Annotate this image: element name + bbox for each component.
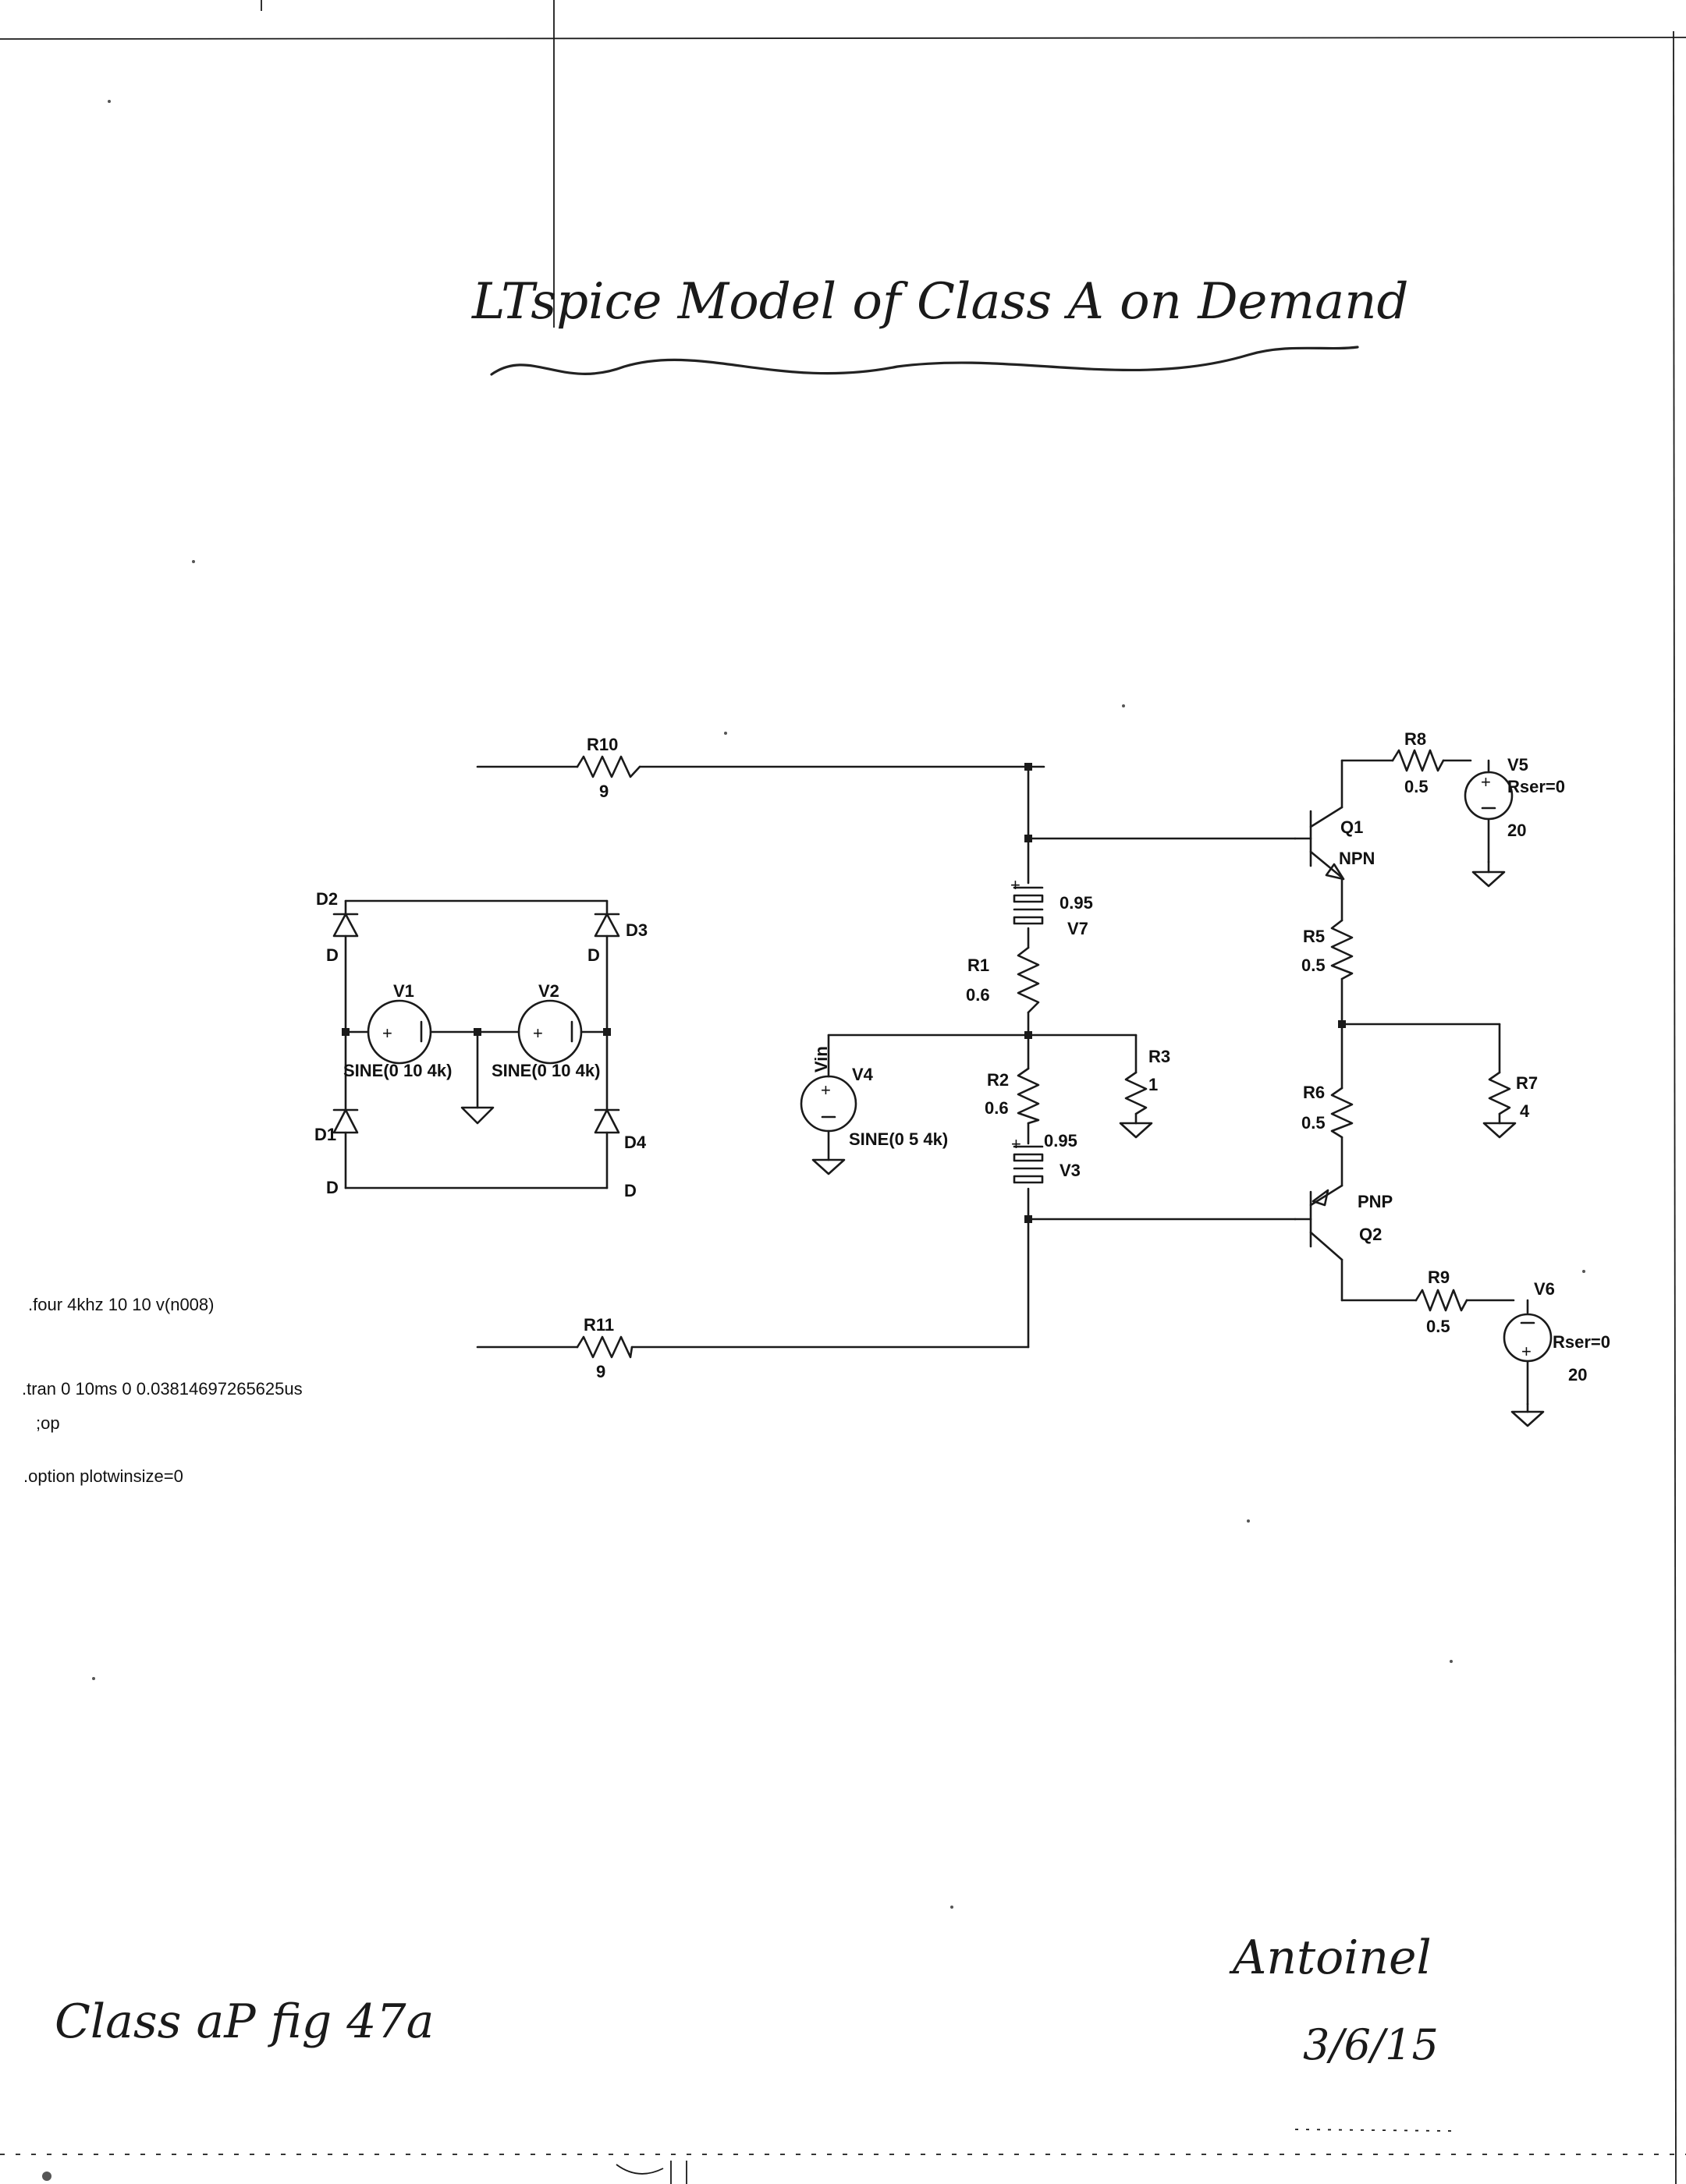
svg-text:0.95: 0.95 <box>1044 1131 1077 1150</box>
svg-text:+: + <box>1011 1134 1021 1154</box>
svg-text:D2: D2 <box>316 889 338 909</box>
svg-text:V2: V2 <box>538 981 559 1001</box>
voltage-source-v4: + V4 SINE(0 5 4k) Vin <box>800 1046 948 1175</box>
resistor-r1: R1 0.6 <box>966 946 1040 1014</box>
directive-tran: .tran 0 10ms 0 0.03814697265625us <box>22 1379 303 1399</box>
svg-text:+: + <box>821 1080 831 1100</box>
diode-d2: D2 D <box>316 889 359 965</box>
svg-text:Rser=0: Rser=0 <box>1553 1332 1610 1352</box>
svg-text:0.5: 0.5 <box>1301 956 1326 975</box>
svg-text:+: + <box>1481 772 1491 792</box>
svg-text:D1: D1 <box>314 1125 336 1144</box>
svg-text:Vin: Vin <box>811 1046 831 1072</box>
svg-text:R3: R3 <box>1148 1047 1170 1066</box>
resistor-r8: R8 0.5 <box>1391 729 1445 796</box>
svg-text:+: + <box>1010 875 1020 895</box>
svg-text:0.5: 0.5 <box>1404 777 1429 796</box>
svg-text:V5: V5 <box>1507 755 1528 775</box>
svg-text:R1: R1 <box>967 956 989 975</box>
svg-text:4: 4 <box>1520 1101 1530 1121</box>
svg-text:9: 9 <box>599 782 609 801</box>
svg-text:1: 1 <box>1148 1075 1158 1094</box>
resistor-r11: R11 9 <box>576 1315 634 1381</box>
directive-op: ;op <box>36 1413 60 1433</box>
svg-text:R5: R5 <box>1303 927 1325 946</box>
svg-text:NPN: NPN <box>1339 849 1375 868</box>
resistor-r5: R5 0.5 <box>1301 919 1354 980</box>
svg-text:0.6: 0.6 <box>985 1098 1009 1118</box>
voltage-source-v2: + V2 SINE(0 10 4k) <box>492 981 600 1080</box>
svg-text:Rser=0: Rser=0 <box>1507 777 1565 796</box>
svg-text:R8: R8 <box>1404 729 1426 749</box>
svg-text:PNP: PNP <box>1358 1192 1393 1211</box>
resistor-r9: R9 0.5 <box>1414 1268 1468 1336</box>
svg-text:D: D <box>624 1181 637 1200</box>
svg-text:9: 9 <box>596 1362 605 1381</box>
diode-d3: D3 D <box>587 913 648 965</box>
svg-text:V4: V4 <box>852 1065 874 1084</box>
svg-text:Q1: Q1 <box>1340 817 1363 837</box>
svg-text:R9: R9 <box>1428 1268 1450 1287</box>
svg-text:0.5: 0.5 <box>1426 1317 1450 1336</box>
title-text: LTspice Model of Class A on Demand <box>471 273 1408 331</box>
battery-v3: + 0.95 V3 <box>1011 1131 1081 1184</box>
voltage-source-v5: + V5 Rser=0 20 <box>1464 755 1565 888</box>
svg-text:V3: V3 <box>1060 1161 1081 1180</box>
svg-text:SINE(0 5 4k): SINE(0 5 4k) <box>849 1129 948 1149</box>
resistor-r6: R6 0.5 <box>1301 1083 1354 1139</box>
diode-d1: D1 D <box>314 1108 359 1197</box>
scan-specks <box>42 100 1585 2184</box>
svg-text:R7: R7 <box>1516 1073 1538 1093</box>
svg-text:V1: V1 <box>393 981 414 1001</box>
svg-text:Q2: Q2 <box>1359 1225 1382 1244</box>
transistor-q2: PNP Q2 <box>1294 1184 1393 1261</box>
directive-four: .four 4khz 10 10 v(n008) <box>28 1295 214 1314</box>
resistor-r3: R3 1 <box>1119 1047 1170 1139</box>
svg-text:+: + <box>382 1023 392 1043</box>
directive-option: .option plotwinsize=0 <box>23 1466 183 1486</box>
resistor-r7: R7 4 <box>1482 1071 1538 1139</box>
signature: Antoinel <box>1229 1930 1432 1985</box>
svg-text:R6: R6 <box>1303 1083 1325 1102</box>
battery-v7: + 0.95 V7 <box>1010 875 1093 938</box>
svg-text:R10: R10 <box>587 735 618 754</box>
voltage-source-v1: + V1 SINE(0 10 4k) <box>343 981 452 1080</box>
ground-icon <box>460 1106 495 1125</box>
svg-text:0.6: 0.6 <box>966 985 990 1005</box>
resistor-r10: R10 9 <box>576 735 641 801</box>
svg-text:R2: R2 <box>987 1070 1009 1090</box>
svg-text:0.95: 0.95 <box>1060 893 1093 913</box>
svg-text:D3: D3 <box>626 920 648 940</box>
footer-label: Class aP fig 47a <box>55 1994 434 2049</box>
svg-text:+: + <box>1521 1342 1532 1361</box>
resistor-r2: R2 0.6 <box>985 1067 1040 1125</box>
svg-text:V6: V6 <box>1534 1279 1555 1299</box>
wires <box>344 759 1529 1406</box>
svg-text:R11: R11 <box>584 1315 614 1335</box>
date-text: 3/6/15 <box>1303 2020 1439 2069</box>
junction-dots <box>342 763 1346 1223</box>
voltage-source-v6: + V6 Rser=0 20 <box>1503 1279 1610 1427</box>
svg-text:0.5: 0.5 <box>1301 1113 1326 1133</box>
handwritten-title: LTspice Model of Class A on Demand <box>471 273 1408 376</box>
svg-text:D: D <box>326 1178 339 1197</box>
svg-text:SINE(0 10 4k): SINE(0 10 4k) <box>343 1061 452 1080</box>
spice-directives: .four 4khz 10 10 v(n008) .tran 0 10ms 0 … <box>22 1295 303 1486</box>
svg-text:20: 20 <box>1507 821 1526 840</box>
svg-text:SINE(0 10 4k): SINE(0 10 4k) <box>492 1061 600 1080</box>
svg-text:+: + <box>533 1023 543 1043</box>
diode-d4: D4 D <box>594 1108 647 1200</box>
svg-text:D: D <box>326 945 339 965</box>
handwritten-footer: Class aP fig 47a Antoinel 3/6/15 <box>55 1930 1439 2069</box>
svg-text:D4: D4 <box>624 1133 647 1152</box>
svg-text:V7: V7 <box>1067 919 1088 938</box>
transistor-q1: Q1 NPN <box>1294 806 1375 881</box>
svg-text:20: 20 <box>1568 1365 1587 1384</box>
svg-text:D: D <box>587 945 600 965</box>
